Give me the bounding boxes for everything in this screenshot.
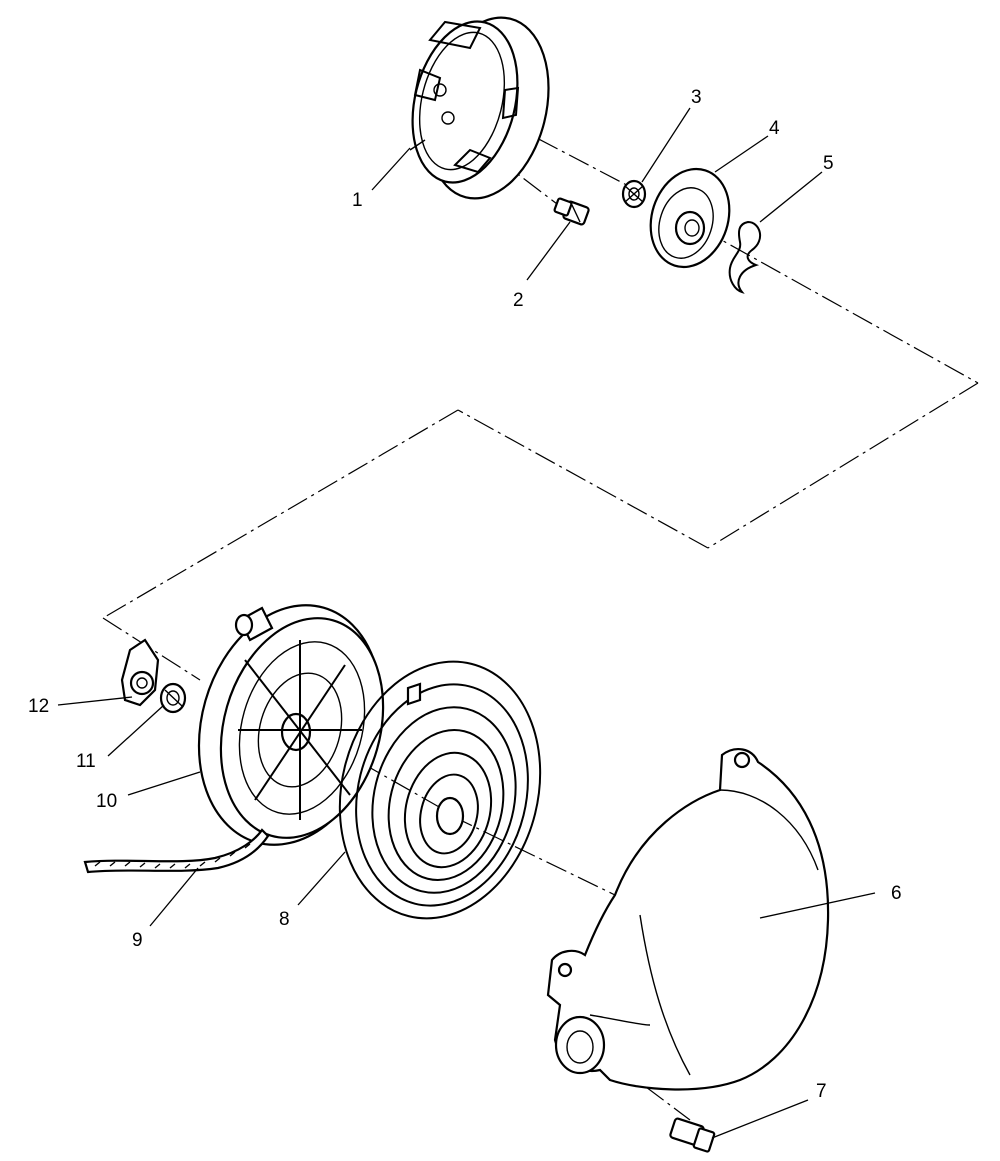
axis-corner-lower — [707, 382, 979, 549]
callout-labels: 1 2 3 4 5 6 7 8 9 10 11 12 — [28, 87, 902, 1102]
callout-1: 1 — [352, 190, 363, 211]
nut-icon — [621, 179, 647, 209]
callout-6: 6 — [891, 883, 902, 904]
leader-lines — [57, 107, 876, 1139]
starter-cup-icon — [409, 16, 550, 200]
callout-8: 8 — [279, 909, 290, 930]
axis-to-reel — [102, 617, 201, 681]
callout-11: 11 — [76, 751, 96, 772]
pulley-plate-icon — [649, 167, 731, 269]
housing-cover-icon — [546, 748, 830, 1091]
axis-plate-to-corner — [699, 227, 979, 384]
clip-spring-icon — [728, 220, 762, 294]
axis-return — [457, 409, 709, 549]
callout-12: 12 — [28, 696, 49, 717]
axis-spring-to-cover — [451, 815, 616, 896]
spring-icon — [159, 682, 187, 714]
recoil-spring-icon — [338, 660, 542, 920]
callout-7: 7 — [816, 1081, 827, 1102]
assembly-axis-lines — [102, 89, 979, 1121]
ratchet-pawl-icon — [120, 638, 160, 707]
bolt-icon — [553, 197, 590, 226]
rope-reel-icon — [197, 604, 385, 846]
callout-2: 2 — [513, 290, 524, 311]
callout-5: 5 — [823, 153, 834, 174]
bolt-icon — [669, 1117, 716, 1153]
axis-upper-left — [102, 409, 459, 619]
callout-9: 9 — [132, 930, 143, 951]
callout-10: 10 — [96, 791, 117, 812]
callout-3: 3 — [691, 87, 702, 108]
starter-rope-icon — [83, 828, 270, 874]
callout-4: 4 — [769, 118, 780, 139]
